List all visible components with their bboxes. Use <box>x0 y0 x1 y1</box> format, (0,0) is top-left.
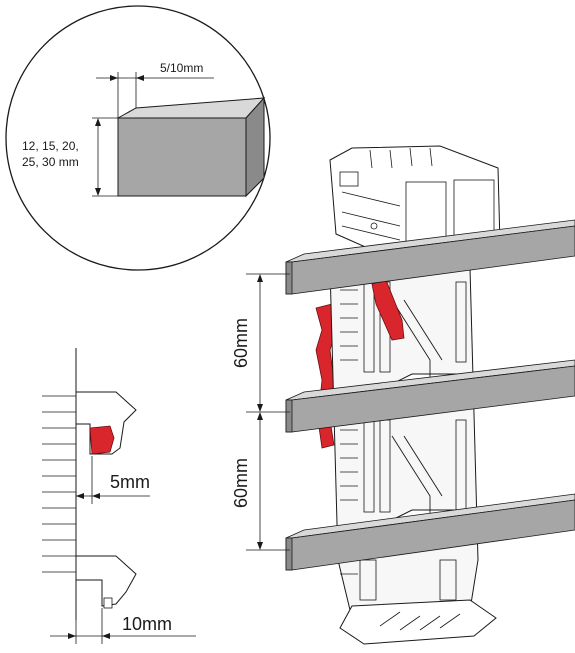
inset-busbar-face <box>117 117 247 197</box>
busbars <box>285 219 575 571</box>
inset-busbar-side <box>245 96 265 198</box>
spacing-arrow-4 <box>257 542 263 550</box>
clip-depth-arrow-right <box>92 493 100 499</box>
side-hook-lower <box>75 555 137 607</box>
spacing-lower-label: 60mm <box>231 458 251 508</box>
height-arrow-top <box>95 118 101 126</box>
side-red-clip <box>89 425 115 455</box>
spacing-arrow-1 <box>257 274 263 282</box>
busbar-top <box>285 219 575 295</box>
bottom-foot <box>339 599 497 645</box>
spacing-dimensions: 60mm 60mm <box>231 273 290 551</box>
busbar-inset: 5/10mm 12, 15, 20, 25, 30 mm <box>5 5 271 271</box>
spacing-arrow-2 <box>257 404 263 412</box>
clip-depth-label: 5mm <box>110 472 150 492</box>
bottom-foot-details <box>379 611 461 631</box>
height-arrow-bottom <box>95 188 101 196</box>
thickness-arrow-right <box>136 75 144 81</box>
thickness-arrow-left <box>110 75 118 81</box>
height-label-line1: 12, 15, 20, <box>22 139 79 153</box>
side-comb-teeth <box>42 395 76 573</box>
height-label-line2: 25, 30 mm <box>22 155 79 169</box>
offset-arrow-left <box>68 633 76 639</box>
thickness-label: 5/10mm <box>160 61 203 75</box>
busbar-bottom <box>285 493 575 571</box>
offset-arrow-right <box>102 633 110 639</box>
spacing-upper-label: 60mm <box>231 318 251 368</box>
spacing-arrow-3 <box>257 412 263 420</box>
offset-label: 10mm <box>122 614 172 634</box>
side-detail: 5mm 10mm <box>42 348 196 644</box>
side-small-tab <box>103 597 113 609</box>
clip-depth-arrow-left <box>76 493 84 499</box>
busbar-middle <box>285 359 575 433</box>
